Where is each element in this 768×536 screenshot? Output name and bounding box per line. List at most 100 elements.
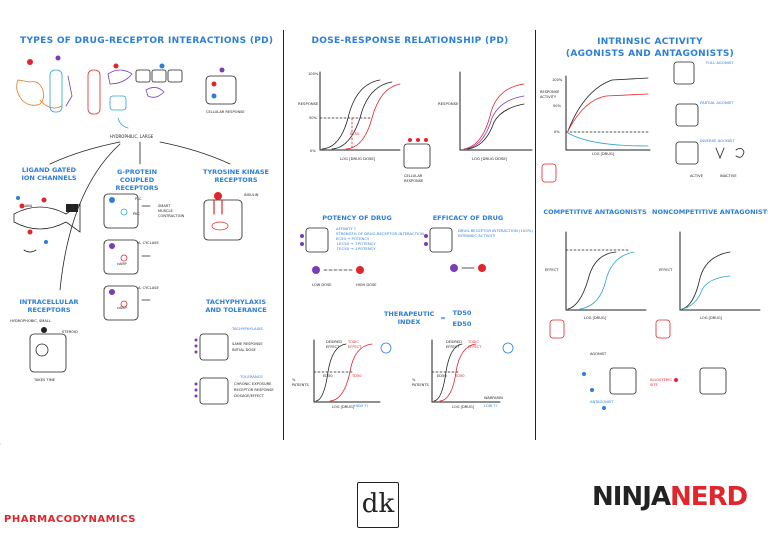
- gprotein-title: G-PROTEIN COUPLED RECEPTORS: [115, 168, 159, 192]
- low-dose-label: LOW DOSE: [312, 283, 332, 287]
- pct50-label-c3: 50%: [553, 104, 561, 108]
- log-drug-comp: LOG [DRUG]: [584, 316, 607, 320]
- td50-text: TD50: [452, 309, 472, 317]
- smart-muscle-label: SMART MUSCLE CONTRACTION: [158, 204, 185, 218]
- potency-list: AFFINITY ? STRENGTH OF DRUG-RECEPTOR INT…: [336, 226, 424, 251]
- dose-response-chart-2: [459, 71, 533, 151]
- receptor-cell-top: [205, 67, 237, 105]
- inactive-label: INACTIVE: [720, 174, 737, 178]
- log-drug-label-c3: LOG [DRUG]: [592, 152, 615, 156]
- therapeutic-title: THERAPEUTIC INDEX: [384, 310, 435, 326]
- tachy-title: TACHYPHYLAXIS AND TOLERANCE: [205, 298, 267, 314]
- camp-label-1: cAMP: [117, 262, 127, 266]
- dk-logo-text: dk: [361, 489, 395, 519]
- low-ti-label: LOW TI: [484, 404, 497, 408]
- noncompetitive-chart: [679, 231, 761, 311]
- camp-label-2: cAMP: [117, 306, 127, 310]
- footer-title: PHARMACODYNAMICS: [4, 514, 136, 525]
- gprotein-sketch: [103, 193, 151, 321]
- noncompetitive-title: NONCOMPETITIVE ANTAGONISTS: [652, 208, 768, 216]
- high-dose-label: HIGH DOSE: [356, 283, 377, 287]
- hydrophobic-label: HYDROPHOBIC, SMALL: [10, 319, 51, 323]
- arrow-to-intracellular: [59, 143, 121, 291]
- tyrosine-title: TYROSINE KINASE RECEPTORS: [203, 168, 269, 184]
- td50-small-1: TD50: [352, 374, 362, 378]
- pct0-label: 0%: [310, 149, 316, 153]
- antagonist-label: ANTAGONIST: [590, 400, 614, 404]
- ec50-label: EC50: [350, 132, 360, 136]
- log-dose-label-2: LOG [DRUG DOSE]: [472, 156, 508, 161]
- efficacy-item: DRUG-RECEPTOR INTERACTION (100%): [458, 228, 533, 233]
- acyclase-label-1: A. CYCLASE: [138, 241, 159, 245]
- hydrophilic-label: HYDROPHILIC, LARGE: [110, 134, 154, 139]
- potency-item: STRENGTH OF DRUG-RECEPTOR INTERACTION: [336, 231, 424, 236]
- ninja-nerd-logo: NINJANERD: [592, 482, 748, 512]
- dose-response-chart-1: [319, 71, 401, 151]
- efficacy-title: EFFICACY OF DRUG: [432, 214, 504, 222]
- agonist-cells: [541, 61, 745, 183]
- log-drug-noncomp: LOG [DRUG]: [700, 316, 723, 320]
- ligand-gated-title: LIGAND GATED ION CHANNELS: [21, 166, 77, 182]
- ec50-small-1: ED50: [323, 374, 333, 378]
- pct0-label-c3: 0%: [554, 130, 560, 134]
- cellular-response-label-2: CELLULAR RESPONSE: [404, 174, 424, 183]
- potency-item: EC50 → POTENCY: [336, 236, 370, 241]
- effect-label-2: EFFECT: [659, 268, 673, 272]
- divider-right: [535, 30, 536, 440]
- arrow-to-ligand: [49, 141, 121, 165]
- inverse-agonist-label: INVERSE AGONIST: [700, 138, 735, 143]
- therapeutic-eq: =: [440, 314, 446, 322]
- toxic-effect-label-1: TOXIC EFFECT: [348, 340, 362, 349]
- organ-sketch: [16, 55, 183, 129]
- antagonist-cells: [549, 319, 727, 410]
- cellular-response-label-1: CELLULAR RESPONSE: [206, 110, 245, 114]
- divider-left: [283, 30, 284, 440]
- potency-sketch: [300, 227, 364, 274]
- full-agonist-label: FULL AGONIST: [706, 60, 734, 65]
- competitive-title: COMPETITIVE ANTAGONISTS: [543, 208, 647, 216]
- pkc-label: PKC: [133, 212, 140, 216]
- ed50-small-2: ED50: [437, 374, 447, 378]
- col1-title: TYPES OF DRUG-RECEPTOR INTERACTIONS (PD): [20, 36, 274, 46]
- desired-effect-label-2: DESIRED EFFECT: [446, 340, 462, 349]
- response-axis-label: RESPONSE: [298, 101, 319, 106]
- patients-label-2: % PATIENTS: [412, 378, 429, 387]
- intracellular-title: INTRACELLULAR RECEPTORS: [19, 298, 79, 314]
- col2-title: DOSE-RESPONSE RELATIONSHIP (PD): [311, 36, 509, 46]
- takes-time-label: TAKES TIME: [34, 378, 56, 382]
- ligand-gated-sketch: [13, 196, 81, 253]
- efficacy-sketch: [424, 227, 486, 272]
- competitive-chart: [565, 231, 647, 311]
- nerd-text: NERD: [670, 482, 748, 512]
- patients-label-1: % PATIENTS: [292, 378, 309, 387]
- receptor-cell-col2: [403, 138, 431, 169]
- arrow-to-tyrosine: [159, 141, 231, 165]
- agonist-label: AGONIST: [590, 352, 607, 356]
- pct100-label-c3: 100%: [552, 78, 563, 82]
- steroid-label: STEROID: [62, 330, 78, 334]
- dk-logo: dk: [357, 482, 399, 528]
- td50-small-2: TD50: [455, 374, 465, 378]
- log-drug-label-2: LOG [DRUG]: [452, 405, 475, 409]
- ninja-text: NINJA: [592, 482, 671, 512]
- desired-effect-label-1: DESIRED EFFECT: [326, 340, 342, 349]
- pct100-label: 100%: [308, 72, 319, 76]
- log-drug-label-1: LOG [DRUG]: [332, 405, 355, 409]
- initial-dose-label: INITIAL DOSE: [232, 348, 256, 352]
- tachy-sketch: [194, 333, 229, 405]
- warfarin-label: WARFARIN: [484, 396, 503, 400]
- gaba-label: GABA: [22, 204, 33, 208]
- efficacy-list: DRUG-RECEPTOR INTERACTION (100%) INTRINS…: [458, 228, 533, 238]
- response-activity-label: RESPONSE ACTIVITY: [540, 90, 560, 99]
- ed50-text: ED50: [452, 320, 472, 328]
- active-label: ACTIVE: [690, 174, 703, 178]
- acyclase-label-2: A. CYCLASE: [138, 286, 159, 290]
- chronic-exposure-label: CHRONIC EXPOSURE: [234, 382, 272, 386]
- therapeutic-chart-1: [313, 339, 392, 403]
- log-dose-label: LOG [DRUG DOSE]: [340, 156, 376, 161]
- partial-agonist-label: PARTIAL AGONIST: [700, 100, 734, 105]
- pct50-label: 50%: [309, 116, 317, 120]
- high-ti-label: HIGH TI: [354, 404, 368, 408]
- intracellular-sketch: [29, 327, 67, 373]
